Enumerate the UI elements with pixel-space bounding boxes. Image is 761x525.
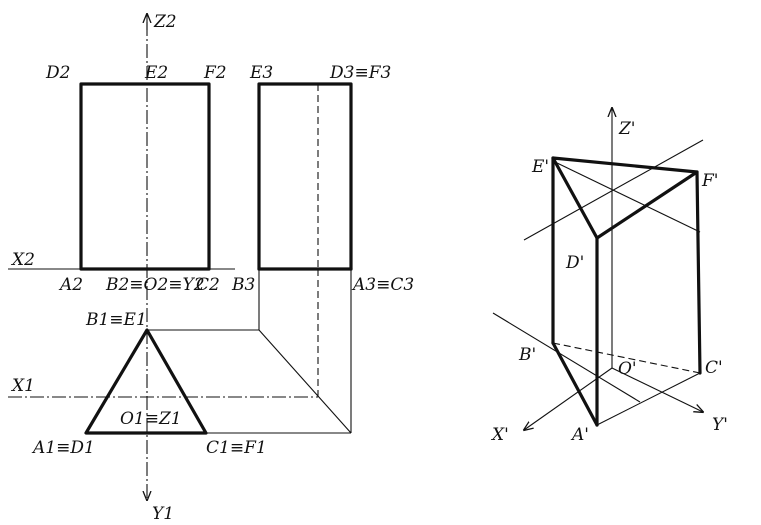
label-o-prime: O' (618, 359, 637, 379)
label-b2-o2-y2: B2≡O2≡Y2 (105, 275, 205, 295)
side-view-rectangle (257, 82, 353, 271)
label-c-prime: C' (705, 358, 723, 378)
label-a-prime: A' (570, 425, 589, 445)
label-z2: Z2 (153, 12, 177, 32)
label-x2: X2 (10, 250, 35, 270)
top-view-triangle (84, 328, 208, 435)
label-b1-e1: B1≡E1 (85, 310, 147, 330)
left-orthographic-views: Z2 X2 X1 Y1 D2 E2 F2 E3 D3≡F3 A2 B2≡O2≡Y… (8, 12, 414, 524)
label-d3-f3: D3≡F3 (329, 63, 391, 83)
label-f2: F2 (203, 63, 227, 83)
inner-edge-e-d (552, 157, 598, 239)
label-c1-f1: C1≡F1 (206, 438, 267, 458)
edge-a-c (596, 372, 701, 426)
label-b-prime: B' (518, 345, 536, 365)
edge-b-a (551, 341, 599, 427)
label-x-prime: X' (490, 425, 509, 445)
label-e3: E3 (249, 63, 273, 83)
label-o1-z1: O1≡Z1 (120, 409, 182, 429)
right-axonometric-view: Z' X' Y' E' F' D' B' O' C' A' (490, 108, 728, 445)
projection-45-diagonal (258, 329, 352, 434)
label-e-prime: E' (531, 157, 549, 177)
label-e2: E2 (144, 63, 168, 83)
label-b3: B3 (231, 275, 255, 295)
label-d2: D2 (45, 63, 70, 83)
hidden-edge-b-c (552, 342, 701, 374)
label-d-prime: D' (565, 253, 584, 273)
construction-line-b (492, 312, 641, 403)
construction-line-e (554, 161, 701, 233)
label-z-prime: Z' (618, 119, 636, 139)
label-x1: X1 (10, 376, 35, 396)
front-view-rectangle (79, 82, 211, 271)
edge-f-c (695, 170, 702, 375)
label-a3-c3: A3≡C3 (351, 275, 414, 295)
axis-y-prime (611, 367, 703, 412)
label-a2: A2 (58, 275, 83, 295)
label-f-prime: F' (701, 171, 718, 191)
label-a1-d1: A1≡D1 (31, 438, 95, 458)
label-c2: C2 (196, 275, 220, 295)
label-y-prime: Y' (712, 415, 728, 435)
label-y1: Y1 (152, 504, 174, 524)
